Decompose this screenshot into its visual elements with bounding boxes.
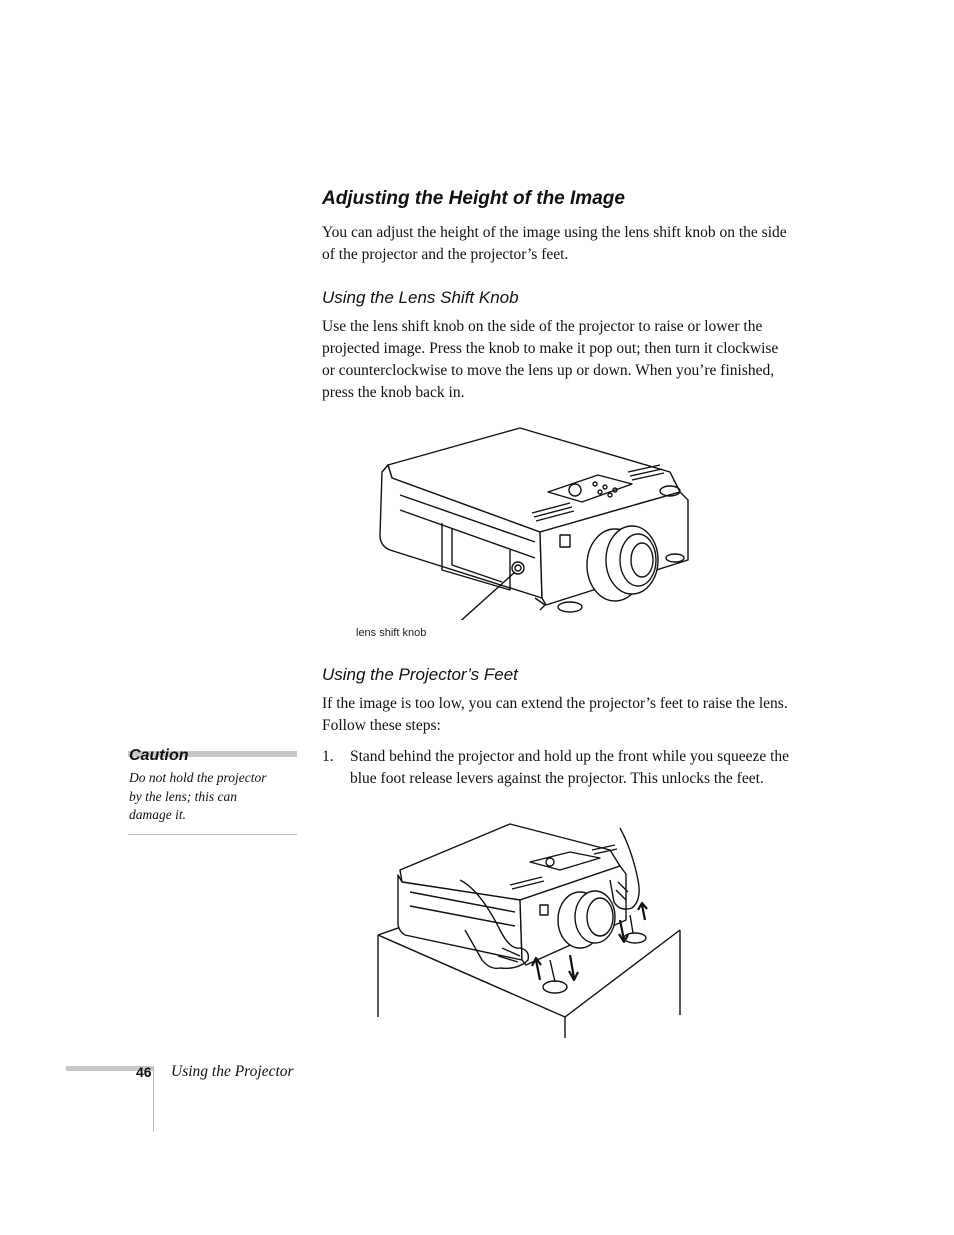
caution-title: Caution (129, 747, 189, 764)
footer-bar (66, 1066, 154, 1071)
section-title: Adjusting the Height of the Image (322, 188, 625, 209)
step-number: 1. (322, 748, 334, 765)
footer-divider (153, 1066, 154, 1132)
caution-text: Do not hold the projector by the lens; t… (129, 770, 267, 822)
feet-figure (377, 823, 681, 1038)
chapter-title: Using the Projector (171, 1063, 294, 1080)
projector-feet-body: If the image is too low, you can extend … (322, 695, 788, 734)
lens-shift-body: Use the lens shift knob on the side of t… (322, 318, 779, 401)
lens-shift-knob-caption: lens shift knob (356, 627, 427, 639)
step-text: Stand behind the projector and hold up t… (350, 748, 790, 787)
section-intro: You can adjust the height of the image u… (322, 224, 787, 263)
projector-figure (379, 427, 689, 620)
page-number: 46 (136, 1064, 152, 1080)
caution-divider (128, 834, 297, 835)
caution-bar (128, 751, 297, 757)
projector-feet-heading: Using the Projector’s Feet (322, 665, 518, 684)
lens-shift-heading: Using the Lens Shift Knob (322, 288, 519, 307)
